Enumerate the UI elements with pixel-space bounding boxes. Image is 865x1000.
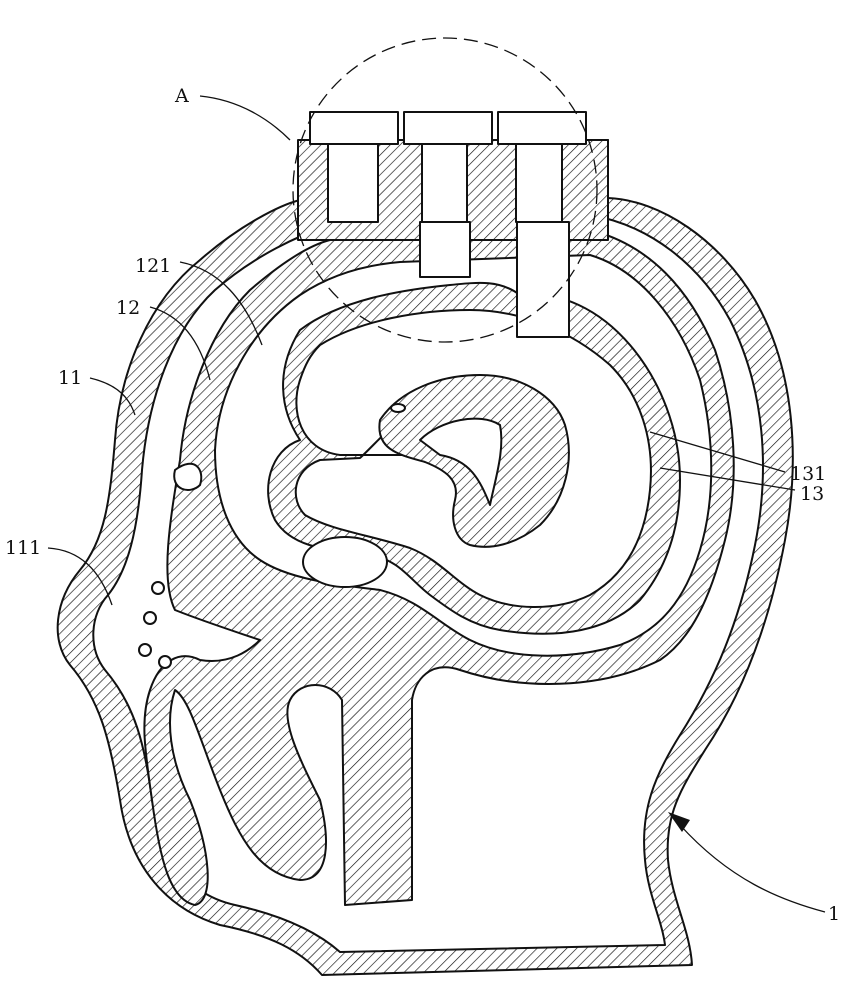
leader-111 [47,547,113,606]
nostril-hole [158,655,172,669]
electrode-stem [327,143,379,223]
label-13: 13 [800,483,824,505]
leader-131 [649,431,786,473]
label-131: 131 [790,463,826,485]
void [302,536,388,588]
void [390,403,406,413]
leader-a [199,95,291,141]
electrode-cap [497,111,587,145]
arrow-head [668,812,690,832]
label-12: 12 [116,297,140,319]
label-11: 11 [58,367,82,389]
nostril-hole [138,643,152,657]
electrode-stem [421,143,468,223]
electrode-stem [515,143,563,223]
electrode-channel [419,221,471,278]
electrode-cap [403,111,493,145]
nostril-hole [143,611,157,625]
label-a: A [174,85,189,107]
leader-11 [89,377,136,416]
label-111: 111 [5,537,41,559]
label-1: 1 [828,903,840,925]
detail-circle-a [292,37,598,343]
leader-13 [659,467,796,491]
nostril-hole [151,581,165,595]
leader-1 [679,824,826,913]
leader-12 [149,306,211,381]
label-121: 121 [135,255,171,277]
void [173,462,203,491]
electrode-caps [309,111,587,338]
electrode-channel [516,221,570,338]
electrode-cap [309,111,399,145]
core-slot [419,417,503,506]
leader-121 [179,261,263,346]
